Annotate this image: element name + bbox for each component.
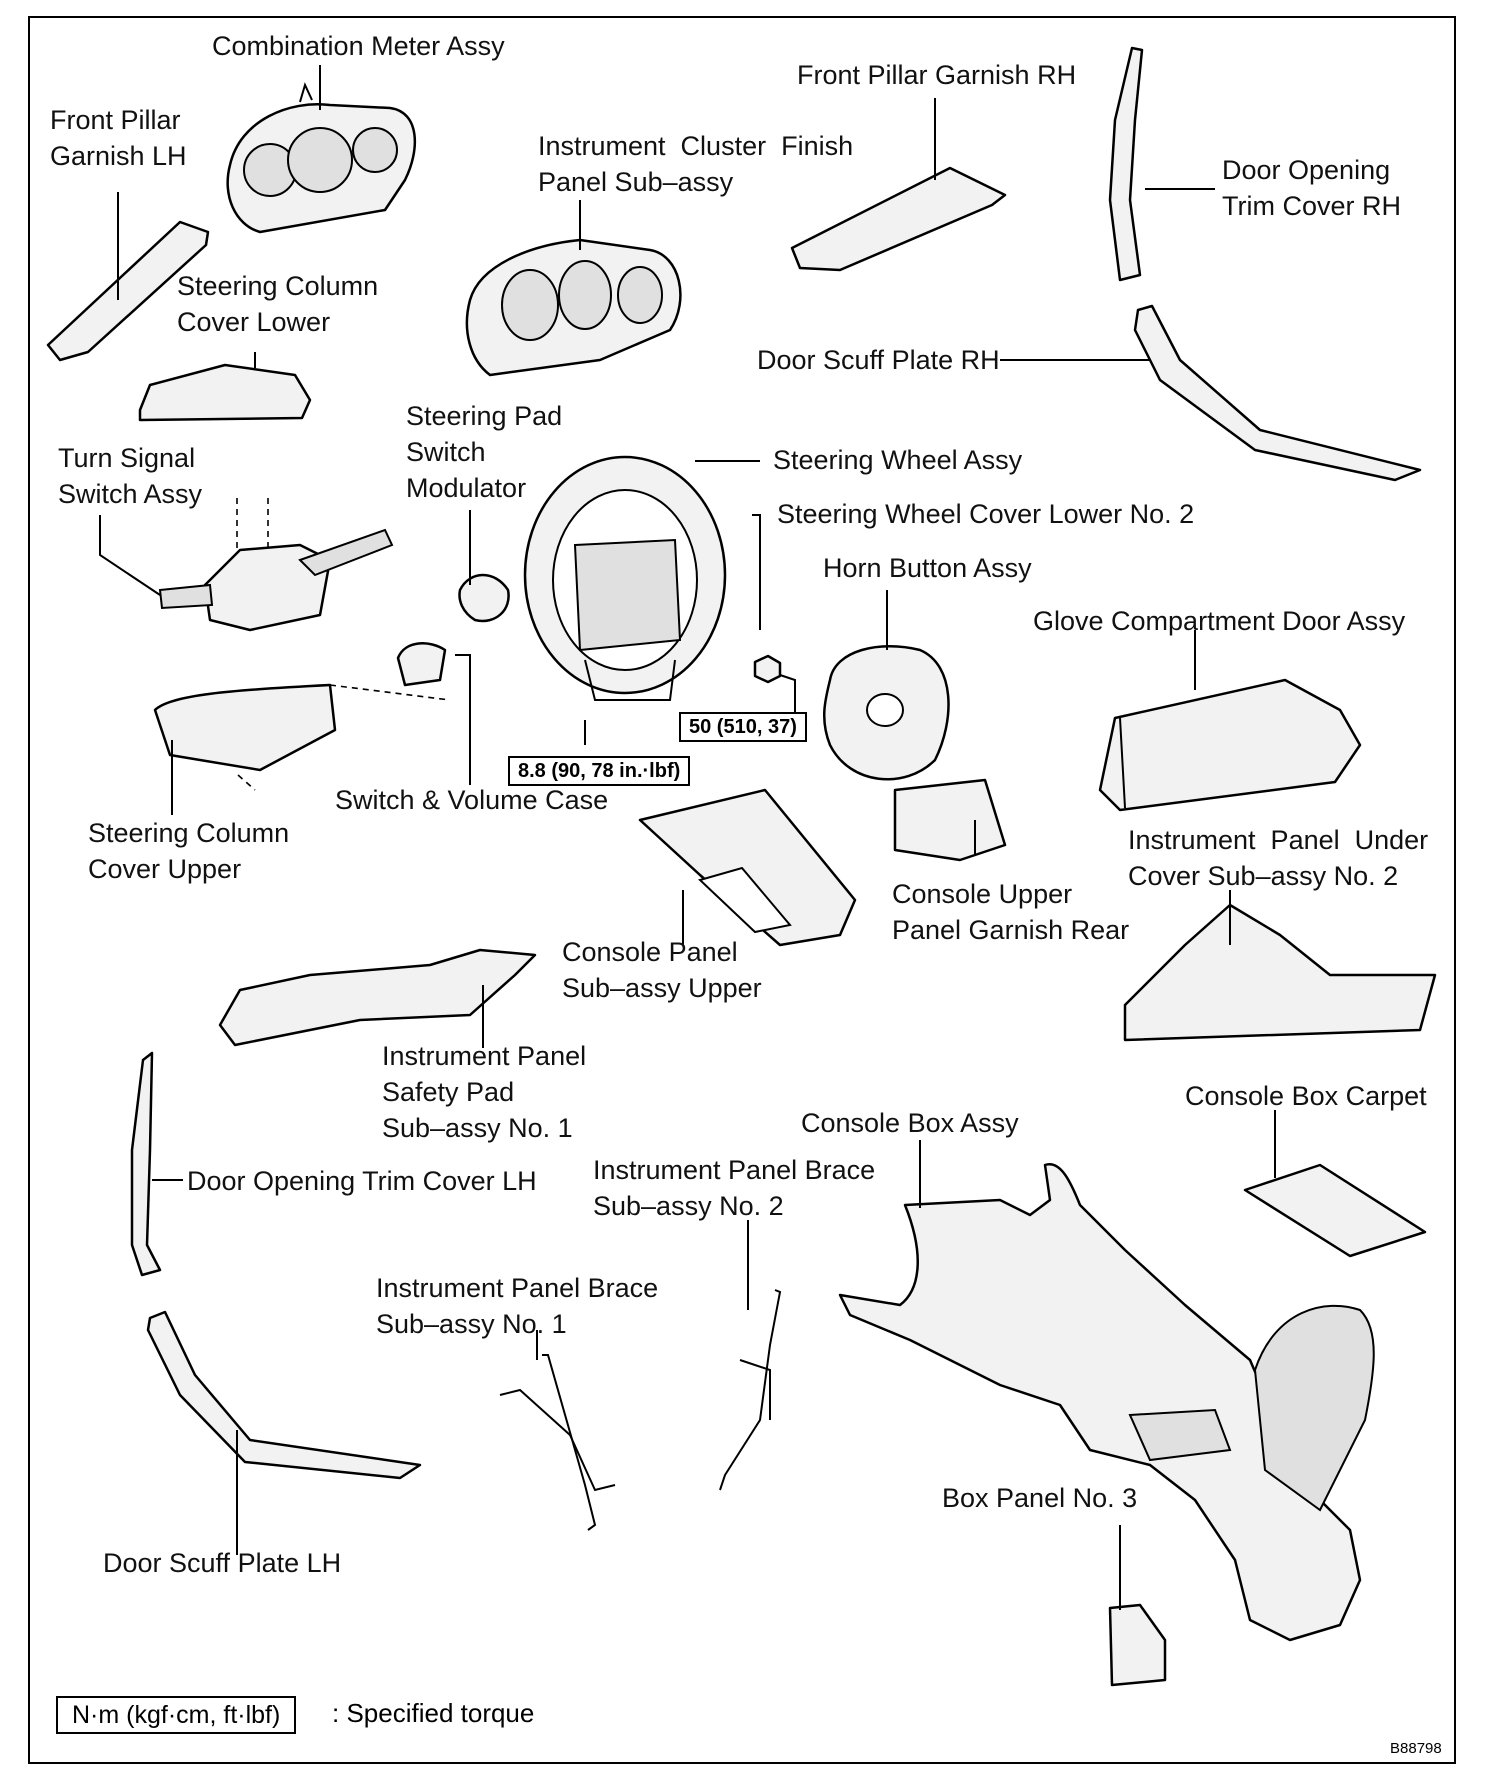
label-front-pillar-rh: Front Pillar Garnish RH [797,60,1077,90]
label-steering-wheel: Steering Wheel Assy [773,445,1023,475]
carpet-drawing [1243,1163,1427,1258]
steering-column-lower-drawing [138,363,312,422]
label-box-panel-no3: Box Panel No. 3 [942,1483,1138,1513]
legend-torque-unit: N·m (kgf·cm, ft·lbf) [56,1696,297,1734]
brace-no2-drawing [719,1289,782,1491]
label-combination-meter: Combination Meter Assy [212,31,505,61]
steering-pad-drawing [458,573,510,623]
horn-button-drawing [822,645,950,781]
leader-lines [99,65,1276,1610]
console-box-drawing [838,1162,1375,1642]
label-door-scuff-rh: Door Scuff Plate RH [757,345,1000,375]
combination-meter-drawing [226,82,416,234]
torque-switch-case-screw: 8.8 (90, 78 in.·lbf) [508,756,691,786]
door-scuff-rh-drawing [1133,304,1422,482]
glove-box-drawing [1098,678,1362,812]
door-opening-lh-drawing [130,1051,162,1277]
box-panel-drawing [1108,1603,1167,1687]
safety-pad-drawing [218,948,537,1047]
diagram-frame [28,16,1456,1764]
torque-steering-wheel-nut: 50 (510, 37) [679,712,807,742]
label-glove-compartment: Glove Compartment Door Assy [1033,606,1406,636]
door-scuff-lh-drawing [146,1310,422,1480]
figure-code: B88798 [1390,1740,1442,1757]
door-opening-rh-drawing [1108,46,1144,282]
label-console-box-assy: Console Box Assy [801,1108,1019,1138]
label-switch-volume-case: Switch & Volume Case [335,785,609,815]
front-pillar-rh-drawing [790,166,1007,272]
label-door-opening-lh: Door Opening Trim Cover LH [187,1166,537,1196]
label-horn-button: Horn Button Assy [823,553,1032,583]
label-console-box-carpet: Console Box Carpet [1185,1081,1427,1111]
brace-no1-drawing [499,1354,616,1531]
steering-wheel-drawing [523,455,727,701]
label-steering-wheel-cover: Steering Wheel Cover Lower No. 2 [777,499,1195,529]
nut-drawing [753,654,782,684]
console-panel-drawing [638,788,857,947]
legend-torque-meaning: : Specified torque [332,1698,535,1728]
steering-column-upper-drawing [153,683,337,772]
label-door-scuff-lh: Door Scuff Plate LH [103,1548,342,1578]
front-pillar-lh-drawing [46,220,210,362]
instrument-cluster-drawing [465,238,682,377]
console-garnish-drawing [893,778,1007,862]
turn-signal-drawing [158,498,394,632]
switch-case-drawing [396,642,447,687]
panel-under-cover-drawing [1123,903,1437,1042]
